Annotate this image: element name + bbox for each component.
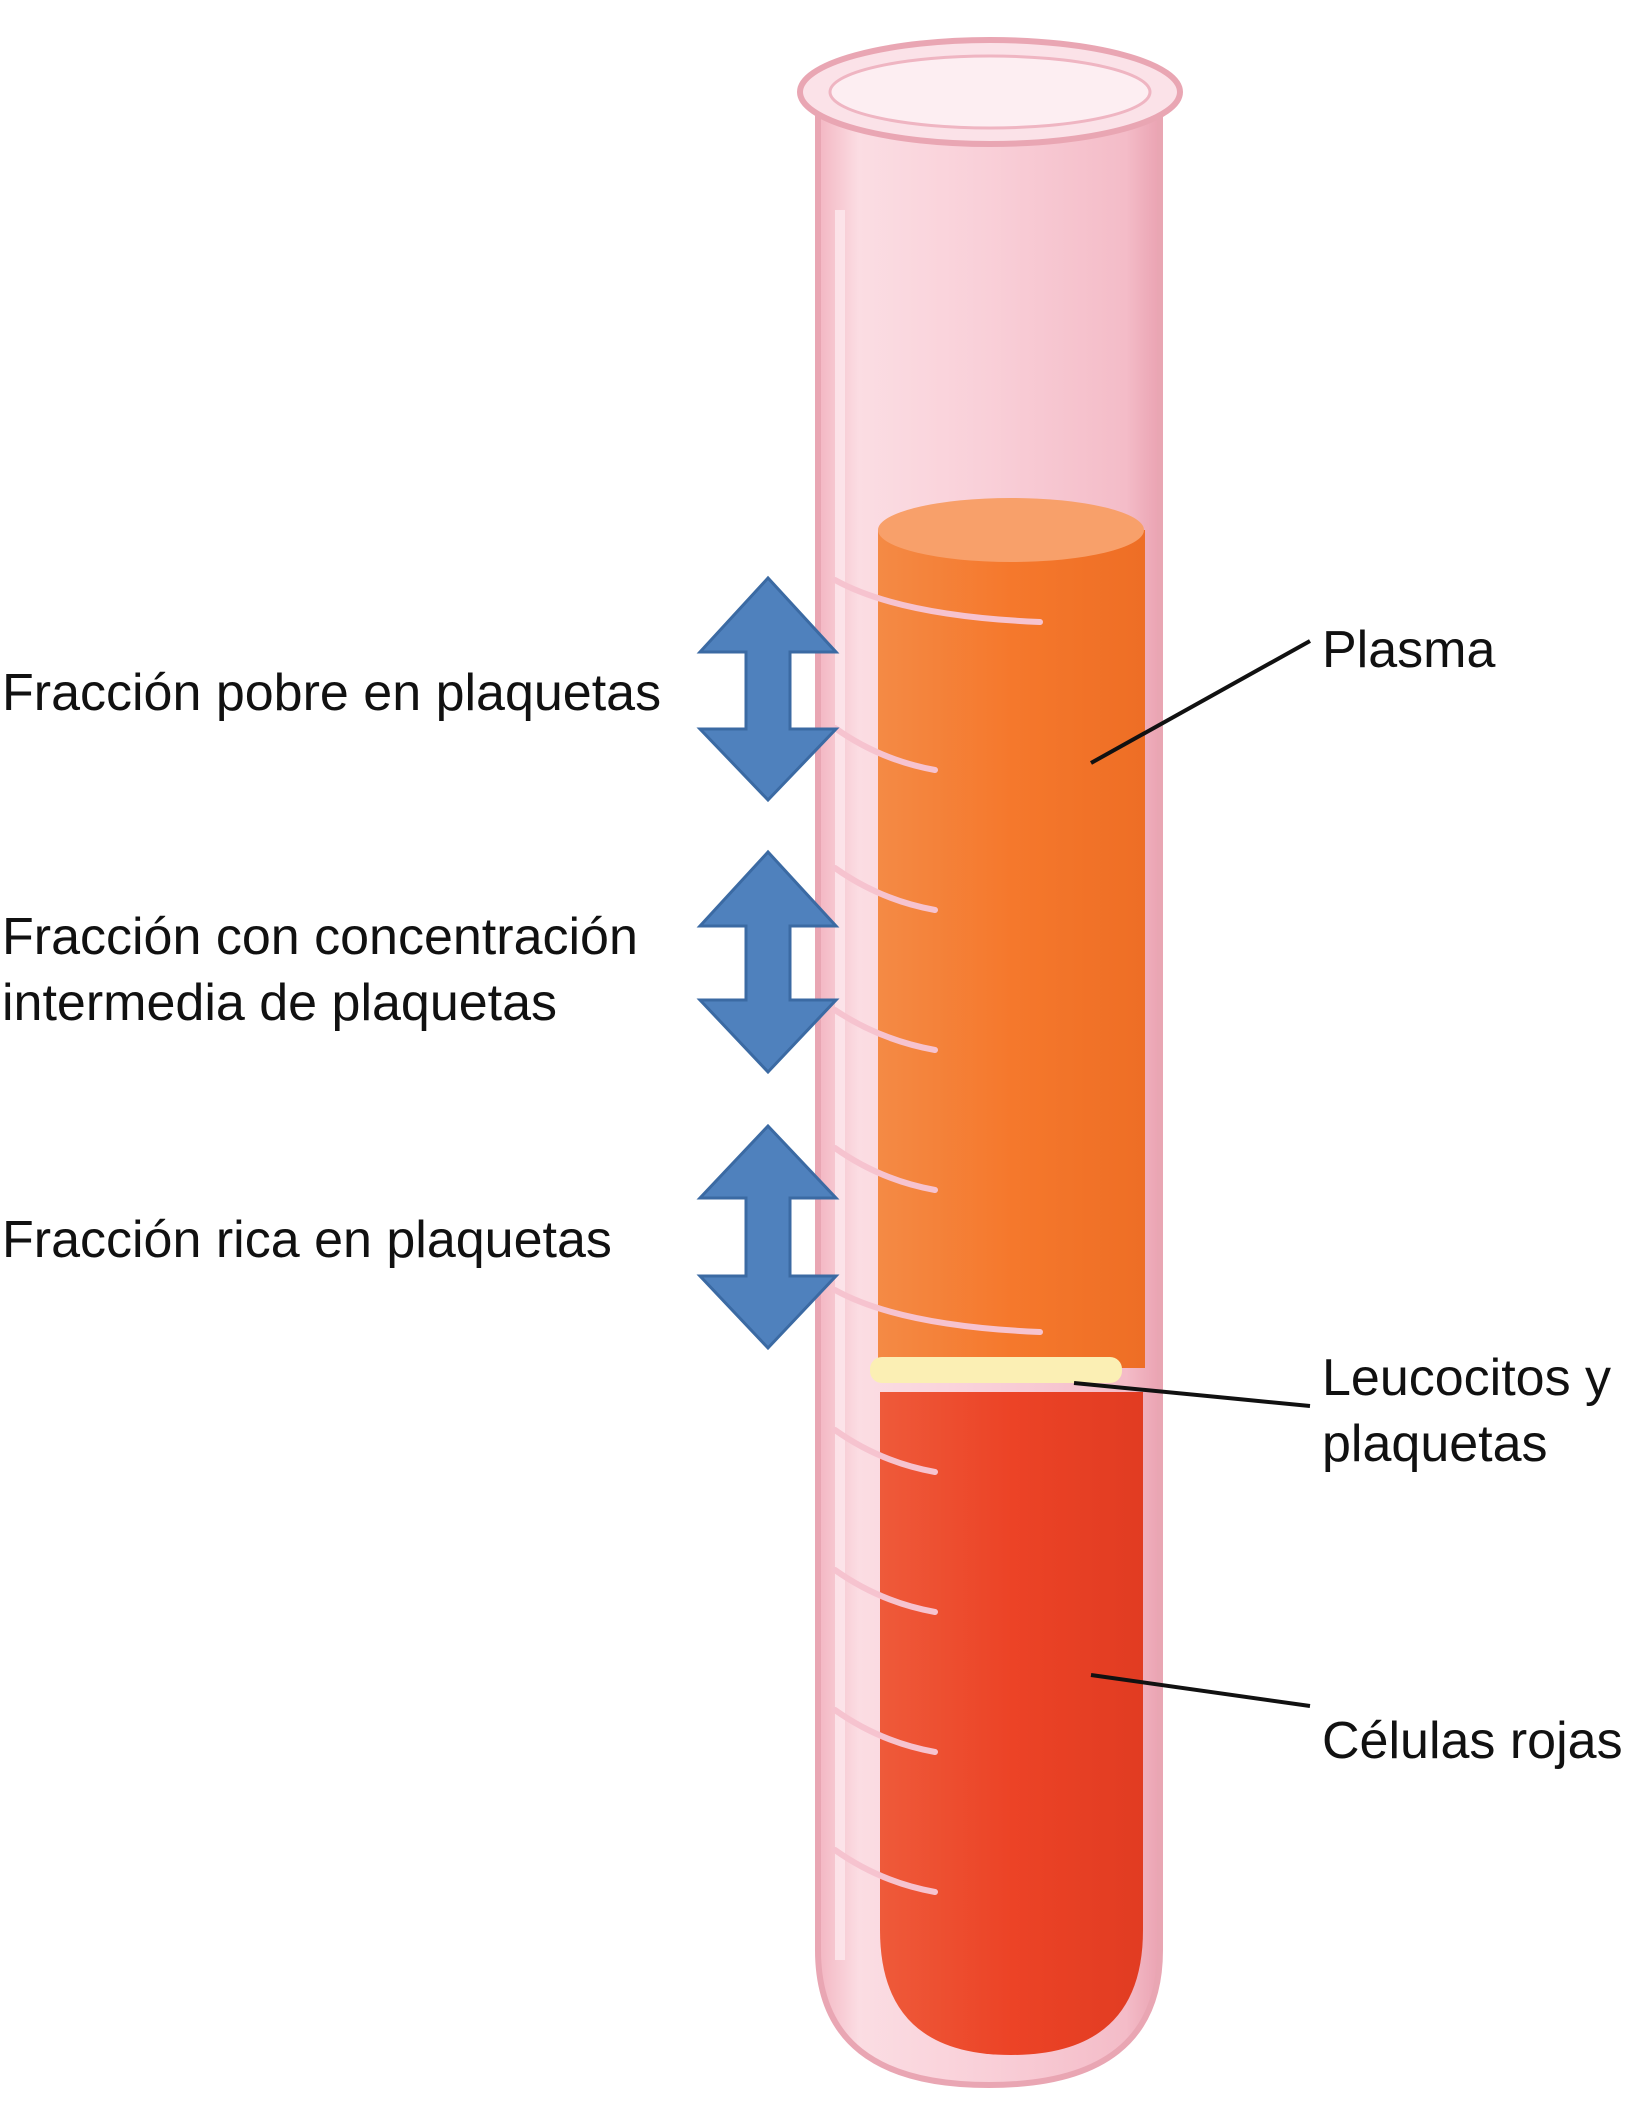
- graduation-mark: [832, 1567, 938, 1615]
- graduation-mark: [832, 577, 1043, 625]
- graduation-mark: [832, 1427, 938, 1475]
- plasma-leader-line: [1090, 639, 1311, 765]
- graduation-mark: [832, 1007, 938, 1053]
- double-vertical-arrow-icon: [696, 1123, 840, 1351]
- graduation-mark: [832, 865, 938, 913]
- label-plasma: Plasma: [1322, 621, 1496, 679]
- graduation-mark: [832, 1145, 938, 1193]
- graduation-mark: [832, 1707, 938, 1755]
- buffy-coat-layer: [870, 1357, 1122, 1383]
- graduation-mark: [832, 725, 938, 773]
- leukocytes-leader-line: [1073, 1381, 1311, 1408]
- label-poor-platelet-fraction: Fracción pobre en plaquetas: [2, 664, 662, 722]
- label-intermediate-platelet-fraction: Fracción con concentración intermedia de…: [2, 904, 638, 1036]
- red-cells-layer: [880, 1392, 1143, 2055]
- label-line: intermedia de plaquetas: [2, 974, 558, 1032]
- leader-lines: [1073, 639, 1311, 1708]
- double-vertical-arrow-icon: [696, 849, 840, 1075]
- label-line: Fracción con concentración: [2, 908, 638, 966]
- label-rich-platelet-fraction: Fracción rica en plaquetas: [2, 1211, 612, 1269]
- graduation-marks: [832, 577, 1043, 1895]
- label-red-cells: Células rojas: [1322, 1712, 1623, 1770]
- label-leukocytes-platelets: Leucocitos y plaquetas: [1322, 1345, 1611, 1477]
- plasma-meniscus: [878, 498, 1144, 562]
- graduation-mark: [832, 1287, 1043, 1335]
- red-cells-leader-line: [1090, 1673, 1311, 1708]
- graduation-mark: [832, 1847, 938, 1895]
- plasma-layer: [878, 530, 1145, 1368]
- double-vertical-arrow-icon: [696, 575, 840, 803]
- tube-opening: [828, 54, 1152, 130]
- label-line: Leucocitos y: [1322, 1349, 1612, 1407]
- label-line: plaquetas: [1322, 1415, 1548, 1473]
